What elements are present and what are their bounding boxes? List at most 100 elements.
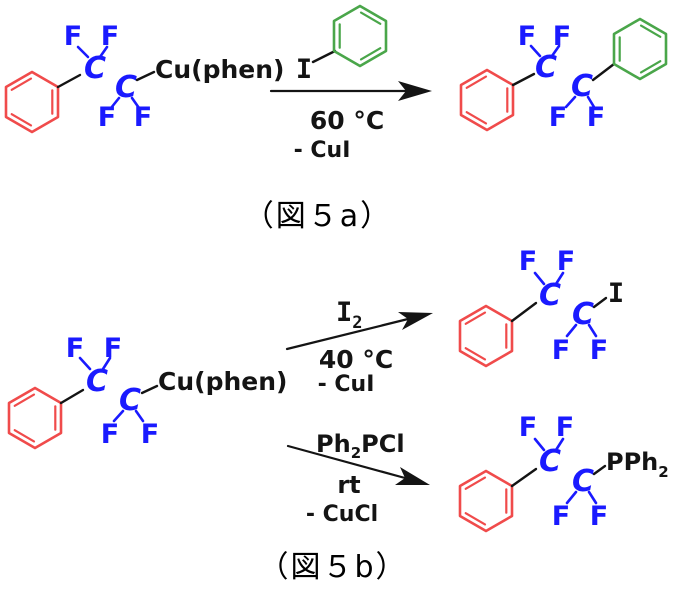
ph2pcl-part1: Ph: [316, 430, 351, 458]
bond-line: [130, 96, 141, 110]
pph2-subscript: 2: [658, 463, 668, 481]
temperature-label: 60 °C: [310, 106, 384, 135]
bond-line: [533, 437, 546, 452]
bond-line: [592, 464, 607, 476]
scheme-a-arrow: 60 °C - CuI: [269, 81, 432, 163]
carbon-label: C: [571, 69, 593, 104]
carbon-label: C: [119, 383, 141, 418]
fluorine-label: F: [104, 333, 122, 364]
phenyl-ring: [7, 386, 63, 450]
bond-line: [311, 49, 337, 64]
fluorine-label: F: [101, 21, 119, 52]
bond-line: [587, 323, 598, 338]
fluorine-label: F: [553, 21, 571, 52]
i2-base: I: [336, 297, 352, 328]
bond-line: [135, 70, 156, 82]
byproduct-label: - CuI: [294, 138, 351, 163]
scheme-b: F F C C F F Cu(phen) I2 40 °C - CuI F F: [7, 246, 669, 585]
scheme-b-product-phosphine: F F C C F F PPh2: [458, 412, 669, 533]
carbon-label: C: [572, 464, 594, 499]
scheme-a-reagent-iodobenzene: I: [296, 4, 388, 85]
fluorine-label: F: [64, 21, 82, 52]
fluorine-label: F: [556, 412, 574, 443]
scheme-b-product-iodide: F F C C F F I: [458, 246, 624, 368]
bond-line: [554, 271, 565, 286]
bond-line: [565, 490, 578, 505]
i2-subscript: 2: [352, 313, 362, 333]
fluorine-label: F: [587, 102, 605, 133]
arrowhead: [398, 81, 432, 101]
fluorine-label: F: [549, 102, 567, 133]
bond-line: [109, 96, 121, 110]
fluorine-label: F: [101, 419, 119, 450]
bond-line: [587, 490, 598, 505]
fluorine-label: F: [590, 335, 608, 366]
iodine-label: I: [296, 54, 312, 85]
phenyl-ring: [458, 469, 514, 533]
bond-line: [56, 73, 82, 89]
bond-line: [101, 356, 112, 371]
cu-phen-label: Cu(phen): [155, 55, 284, 84]
ph2pcl-subscript: 2: [351, 444, 361, 462]
bond-line: [586, 95, 596, 109]
bond-line: [59, 388, 85, 405]
phenyl-ring: [459, 68, 515, 132]
scheme-b-arrow-top: I2 40 °C - CuI: [285, 297, 433, 397]
bond-line: [554, 437, 565, 452]
scheme-a-product: F F C C F F: [459, 17, 668, 133]
bond-line: [511, 72, 536, 87]
temperature-label: 40 °C: [319, 345, 393, 374]
carbon-label: C: [84, 51, 106, 86]
fluorine-label: F: [590, 501, 608, 532]
cu-phen-label: Cu(phen): [158, 367, 287, 396]
fluorine-label: F: [141, 419, 159, 450]
carbon-label: C: [535, 50, 557, 85]
bond-line: [591, 62, 616, 82]
fluorine-label: F: [134, 102, 152, 133]
fluorine-label: F: [98, 102, 116, 133]
phenyl-ring: [4, 70, 60, 134]
scheme-b-arrow-bottom: Ph2PCl rt - CuCl: [286, 430, 430, 527]
pph2-label: PPh2: [606, 448, 669, 481]
bond-line: [550, 44, 561, 58]
bond-line: [140, 384, 159, 395]
bond-line: [510, 301, 538, 323]
byproduct-label: - CuCl: [306, 502, 378, 527]
fluorine-label: F: [557, 246, 575, 277]
carbon-label: C: [539, 444, 561, 479]
arrowhead: [395, 467, 430, 485]
bond-line: [98, 45, 109, 59]
carbon-label: C: [115, 70, 137, 105]
reagent-ph2pcl-label: Ph2PCl: [316, 430, 405, 462]
scheme-b-reactant: F F C C F F Cu(phen): [7, 333, 287, 450]
carbon-label: C: [86, 364, 108, 399]
temperature-label: rt: [337, 471, 360, 499]
fluorine-label: F: [552, 335, 570, 366]
figure-caption-a: （図５a）: [244, 199, 392, 234]
phenyl-ring: [612, 17, 668, 81]
phenyl-ring: [458, 304, 514, 368]
fluorine-label: F: [552, 501, 570, 532]
byproduct-label: - CuI: [318, 372, 375, 397]
scheme-a: F F C C F F Cu(phen) I 60 °C - CuI: [4, 4, 668, 234]
reagent-i2-label: I2: [336, 297, 363, 333]
bond-line: [529, 44, 542, 58]
pph2-base: PPh: [606, 448, 658, 476]
figure-caption-b: （図５b）: [258, 550, 407, 585]
fluorine-label: F: [519, 412, 537, 443]
bond-line: [134, 409, 145, 423]
bond-line: [592, 296, 608, 309]
arrowhead: [398, 312, 433, 330]
scheme-a-reactant: F F C C F F Cu(phen): [4, 21, 284, 134]
bond-line: [112, 409, 125, 423]
bond-line: [564, 95, 577, 109]
reaction-arrow: [286, 444, 407, 480]
bond-line: [510, 467, 538, 488]
iodine-label: I: [608, 278, 624, 309]
bond-line: [565, 323, 578, 338]
reaction-arrow: [285, 317, 410, 351]
fluorine-label: F: [66, 333, 84, 364]
fluorine-label: F: [519, 246, 537, 277]
